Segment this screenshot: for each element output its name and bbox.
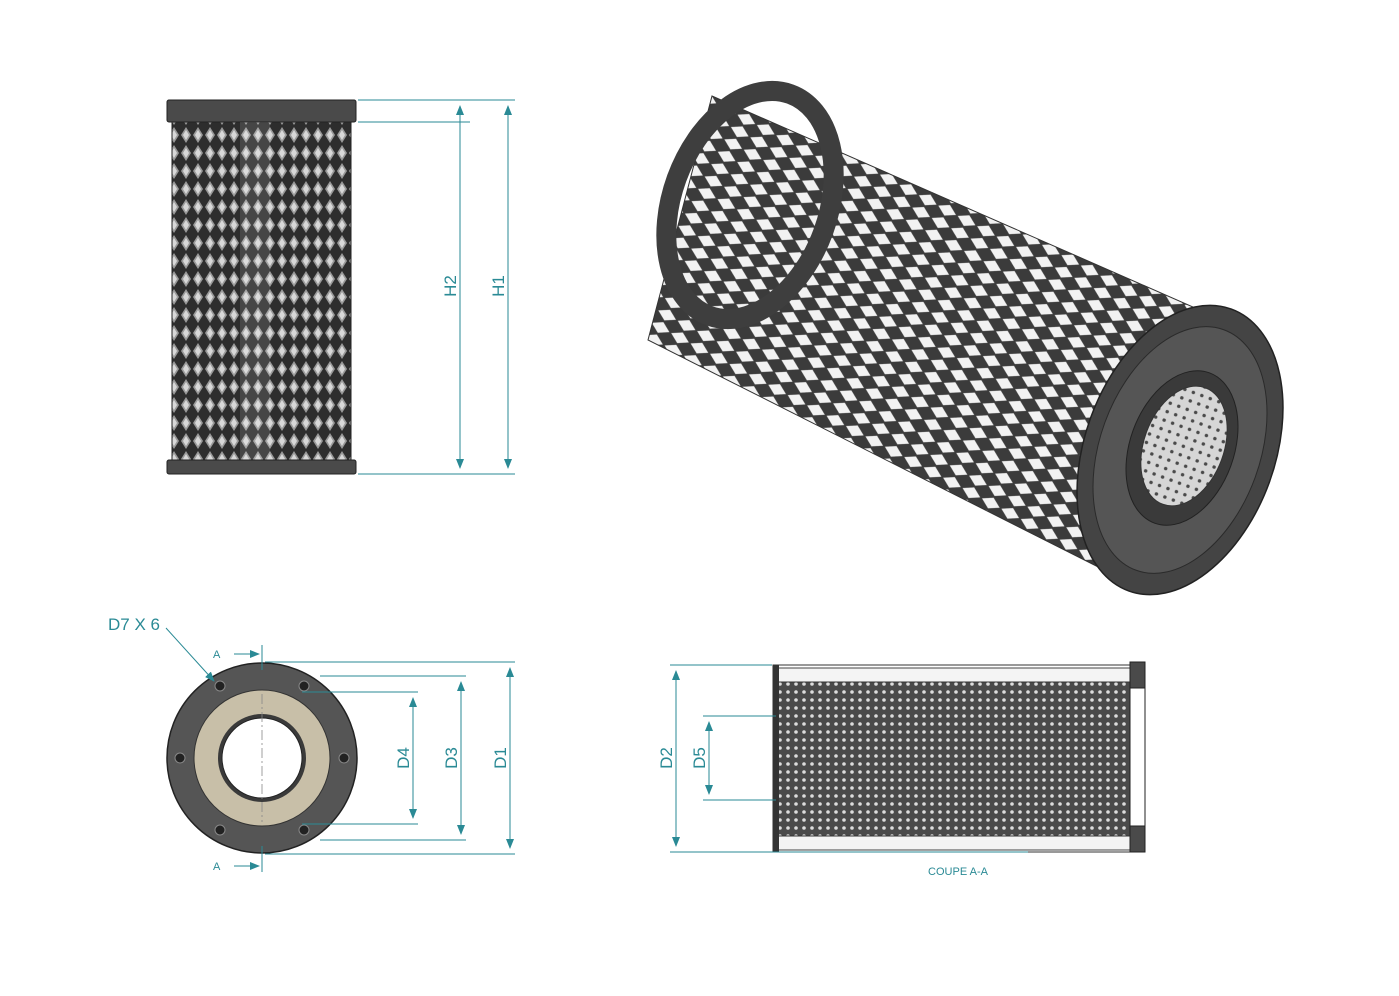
front-mesh-body	[171, 121, 352, 463]
hole	[174, 752, 186, 764]
section-bottom-band	[777, 835, 1131, 851]
mounting-holes	[174, 680, 350, 836]
section-view: D2 D5 COUPE A-A	[657, 661, 1146, 878]
section-right-cap	[1129, 661, 1146, 689]
hole	[214, 824, 226, 836]
section-caption: COUPE A-A	[928, 866, 989, 878]
hole	[298, 680, 310, 692]
front-view: H2 H1	[166, 99, 515, 475]
section-marker-top-label: A	[213, 649, 221, 661]
section-right-cap	[1129, 825, 1146, 853]
front-highlight	[240, 122, 270, 462]
d3-label: D3	[442, 747, 461, 769]
d1-label: D1	[491, 747, 510, 769]
hole-callout-label: D7 X 6	[108, 615, 160, 634]
section-marker-bottom-label: A	[213, 861, 221, 873]
h1-label: H1	[489, 275, 508, 297]
section-left-cap	[773, 665, 779, 852]
d2-label: D2	[657, 747, 676, 769]
hole	[298, 824, 310, 836]
front-top-cap	[166, 99, 357, 123]
section-perforated-core	[777, 681, 1131, 837]
section-right-cap-body	[1129, 687, 1146, 827]
iso-view	[647, 80, 1284, 596]
iso-far-cap	[656, 80, 844, 330]
top-view: A A D7 X 6 D4 D3 D1	[108, 615, 515, 873]
section-top-band	[777, 667, 1131, 683]
d5-label: D5	[690, 747, 709, 769]
h2-label: H2	[441, 275, 460, 297]
front-bottom-cap	[166, 459, 357, 475]
hole	[214, 680, 226, 692]
hole	[338, 752, 350, 764]
callout-leader	[165, 627, 215, 682]
d4-label: D4	[394, 747, 413, 769]
iso-perforated-core	[1140, 385, 1228, 507]
